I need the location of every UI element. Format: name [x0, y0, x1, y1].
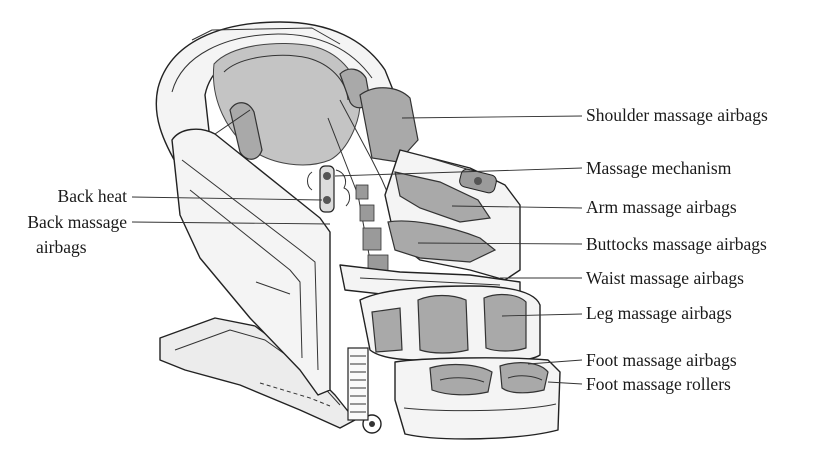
leader-arm — [451, 205, 583, 209]
label-waist-airbags: Waist massage airbags — [586, 268, 744, 288]
label-foot-rollers: Foot massage rollers — [586, 374, 731, 394]
leg-airbag-left — [371, 307, 403, 353]
label-arm-airbags: Arm massage airbags — [586, 197, 737, 217]
label-massage-mechanism: Massage mechanism — [586, 158, 732, 178]
right-armrest — [384, 149, 521, 281]
label-back-massage-line1: Back massage — [27, 212, 127, 232]
leader-foot-rollers — [547, 381, 583, 385]
foot-rest — [394, 357, 561, 440]
labels: Shoulder massage airbags Massage mechani… — [27, 105, 768, 394]
leader-lines — [131, 115, 583, 385]
leader-shoulder — [401, 115, 583, 119]
leg-rest — [359, 285, 541, 362]
label-back-heat: Back heat — [58, 186, 128, 206]
label-leg-airbags: Leg massage airbags — [586, 303, 732, 323]
arm-airbag-pad — [394, 171, 492, 223]
massage-mechanism-rollers — [307, 165, 351, 213]
leg-airbag-mid — [417, 294, 469, 354]
leader-back-massage — [131, 221, 331, 225]
label-shoulder-airbags: Shoulder massage airbags — [586, 105, 768, 125]
leader-back-heat — [131, 196, 323, 201]
backrest — [307, 87, 419, 272]
leader-buttocks — [417, 242, 583, 245]
leader-foot-airbags — [527, 359, 583, 365]
leg-airbag-right — [483, 293, 527, 352]
buttocks-airbag-pad — [387, 220, 497, 263]
label-foot-airbags: Foot massage airbags — [586, 350, 737, 370]
label-back-massage-line2: airbags — [36, 237, 87, 257]
leader-mechanism — [334, 167, 583, 177]
shoulder-airbag-pad — [359, 87, 419, 163]
foot-airbag-right — [499, 362, 549, 394]
left-side-panel — [171, 109, 331, 396]
chair-base — [159, 317, 382, 434]
ribbed-column — [347, 347, 369, 421]
foot-airbag-left — [429, 363, 493, 396]
leader-leg — [501, 313, 583, 317]
label-buttocks-airbags: Buttocks massage airbags — [586, 234, 767, 254]
